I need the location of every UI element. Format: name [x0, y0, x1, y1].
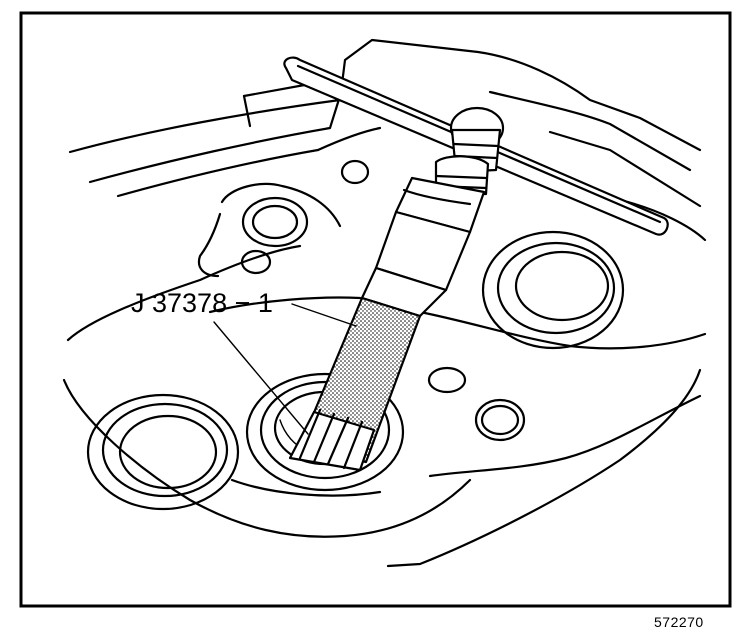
- illustration-frame: [19, 11, 732, 608]
- callout-leader-to-reamer: [213, 321, 309, 435]
- tool-label: J 37378 − 1: [131, 288, 273, 318]
- figure-id: 572270: [654, 614, 704, 630]
- t-handle-tool: [283, 56, 669, 318]
- valve-ports: [86, 159, 625, 511]
- callout-leader-to-shank: [291, 303, 357, 327]
- reamer-shank: [288, 296, 422, 472]
- tool-callout: J 37378 − 1: [131, 288, 357, 435]
